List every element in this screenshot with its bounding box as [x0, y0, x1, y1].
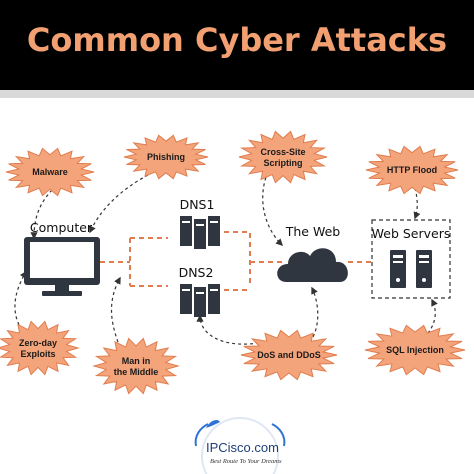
- server-tower-icon: [390, 250, 406, 288]
- monitor-icon: [24, 237, 100, 296]
- server-tower-icon: [416, 250, 432, 288]
- servers-label: Web Servers: [372, 226, 451, 241]
- arrow-http-flood: [413, 187, 421, 220]
- attack-mitm: Man in the Middle: [92, 337, 180, 395]
- ipcisco-logo: [194, 417, 286, 474]
- divider-band: [0, 90, 474, 98]
- attack-label: Scripting: [263, 158, 302, 168]
- attack-label: Phishing: [147, 152, 185, 162]
- arrow-sqli: [423, 298, 438, 339]
- attack-label: Zero-day: [19, 338, 57, 348]
- arrow-mitm: [110, 276, 121, 343]
- arrow-malware: [30, 189, 53, 240]
- brand-name: IPCisco.com: [206, 440, 279, 455]
- connector-computer-dns: [100, 237, 168, 287]
- network-connectors: [100, 231, 372, 291]
- cloud-icon: [277, 248, 348, 282]
- attack-xss: Cross-Site Scripting: [238, 130, 328, 184]
- burst-shape: [92, 337, 180, 395]
- attack-label: Cross-Site: [260, 147, 305, 157]
- arrow-ddos: [196, 314, 266, 345]
- burst-shape: [240, 329, 338, 381]
- computer-label: Computer: [30, 220, 93, 235]
- attack-sqli: SQL Injection: [364, 324, 466, 376]
- web-node: The Web: [277, 224, 348, 282]
- connector-dns-web: [224, 231, 282, 291]
- attack-label: Man in: [122, 356, 151, 366]
- dns2-label: DNS2: [179, 265, 214, 280]
- arrow-zero-day: [14, 270, 27, 331]
- arrow-ddos-web: [309, 286, 319, 343]
- title-banner: Common Cyber Attacks: [0, 0, 474, 90]
- attack-label: HTTP Flood: [387, 165, 437, 175]
- attack-label: SQL Injection: [386, 345, 444, 355]
- attack-label: DoS and DDoS: [257, 350, 321, 360]
- attack-http-flood: HTTP Flood: [365, 145, 459, 195]
- burst-shape: [238, 130, 328, 184]
- page-title: Common Cyber Attacks: [26, 21, 448, 59]
- arrow-xss: [262, 171, 284, 247]
- attack-ddos: DoS and DDoS: [240, 329, 338, 381]
- burst-shape: [364, 324, 466, 376]
- burst-shape: [365, 145, 459, 195]
- attack-phishing: Phishing: [123, 134, 209, 180]
- server-rack-icon: [180, 284, 220, 317]
- dns1-node: DNS1: [180, 197, 220, 249]
- dns1-label: DNS1: [180, 197, 215, 212]
- arrow-phishing: [89, 174, 149, 234]
- web-label: The Web: [285, 224, 341, 239]
- dns2-node: DNS2: [179, 265, 220, 317]
- attack-zero-day: Zero-day Exploits: [0, 320, 80, 376]
- attack-label: Exploits: [20, 349, 55, 359]
- brand-tagline: Best Route To Your Dreams: [210, 458, 282, 465]
- burst-shape: [5, 147, 95, 197]
- computer-node: Computer: [24, 220, 100, 296]
- burst-shape: [123, 134, 209, 180]
- attack-arrows: [14, 171, 438, 345]
- servers-frame: [371, 219, 451, 299]
- server-rack-icon: [180, 216, 220, 249]
- attack-label: Malware: [32, 167, 68, 177]
- attack-label: the Middle: [114, 367, 159, 377]
- attack-malware: Malware: [5, 147, 95, 197]
- burst-shape: [0, 320, 80, 376]
- servers-node: Web Servers: [371, 219, 451, 299]
